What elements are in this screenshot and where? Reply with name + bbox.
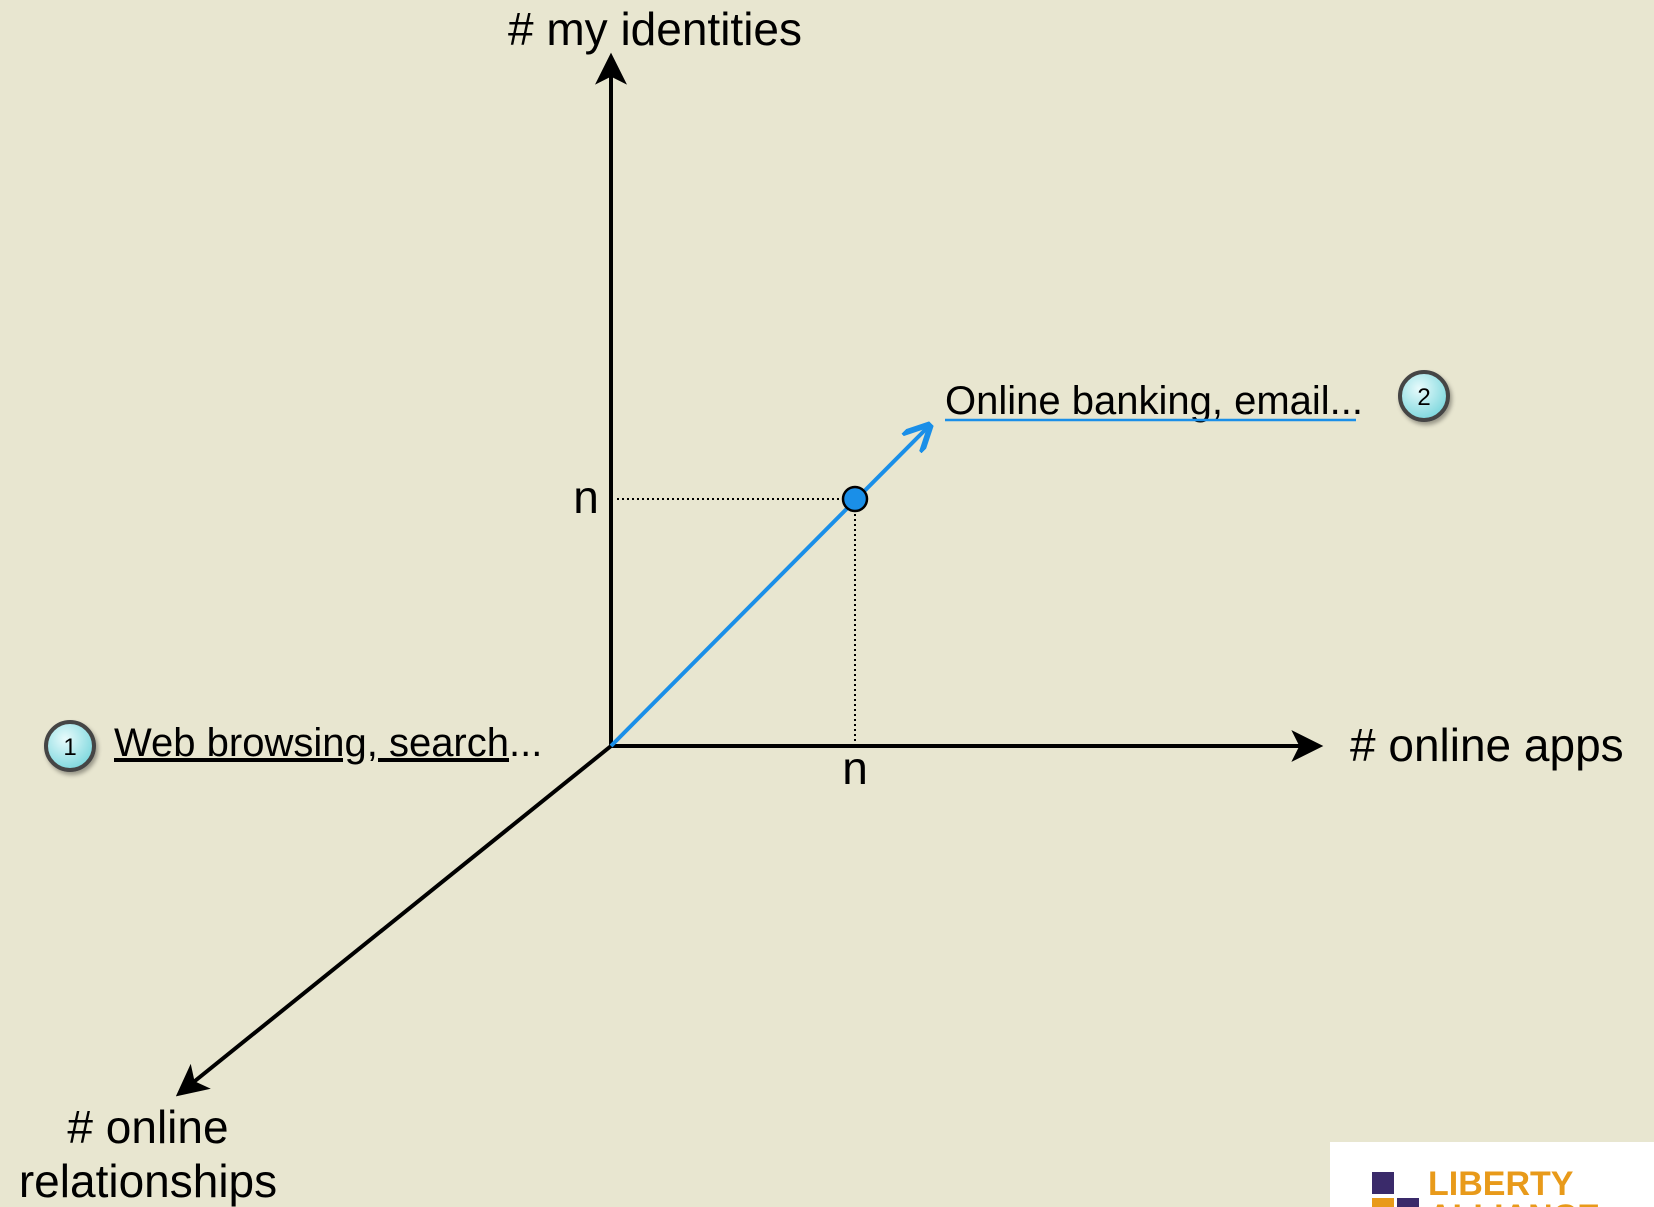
logo-text-line2: ALLIANCE: [1428, 1198, 1600, 1207]
z-axis-label-line2: relationships: [19, 1155, 277, 1207]
z-axis: [175, 744, 613, 1097]
x-tick-label: n: [842, 742, 868, 794]
annotation-1-suffix: ...: [509, 721, 542, 765]
annotation-2-underlined: Online banking, email: [945, 379, 1330, 423]
annotation-online-banking: Online banking, email... 2: [945, 370, 1450, 423]
annotation-1-text: Web browsing, search...: [114, 721, 542, 765]
annotation-1-underlined: Web browsing, search: [114, 721, 509, 765]
logo-square-purple: [1372, 1172, 1394, 1194]
badge-2-number: 2: [1417, 384, 1430, 411]
x-axis-label: # online apps: [1350, 719, 1624, 771]
logo-text-line1: LIBERTY: [1428, 1165, 1574, 1203]
badge-1: [44, 720, 96, 772]
z-axis-label-line1: # online: [67, 1101, 228, 1153]
annotation-2-text: Online banking, email...: [945, 379, 1363, 423]
vector-point: [841, 485, 869, 513]
logo-square-orange: [1372, 1198, 1394, 1207]
badge-1-number: 1: [63, 734, 76, 761]
logo-square-purple-2: [1397, 1198, 1419, 1207]
growth-vector: [609, 427, 928, 748]
liberty-alliance-logo: LIBERTY ALLIANCE: [1330, 1142, 1654, 1207]
badge-2: [1398, 370, 1450, 422]
y-tick-label: n: [573, 471, 599, 523]
y-axis-label: # my identities: [508, 3, 802, 55]
annotation-web-browsing: 1 Web browsing, search...: [44, 720, 542, 772]
annotation-2-suffix: ...: [1330, 379, 1363, 423]
